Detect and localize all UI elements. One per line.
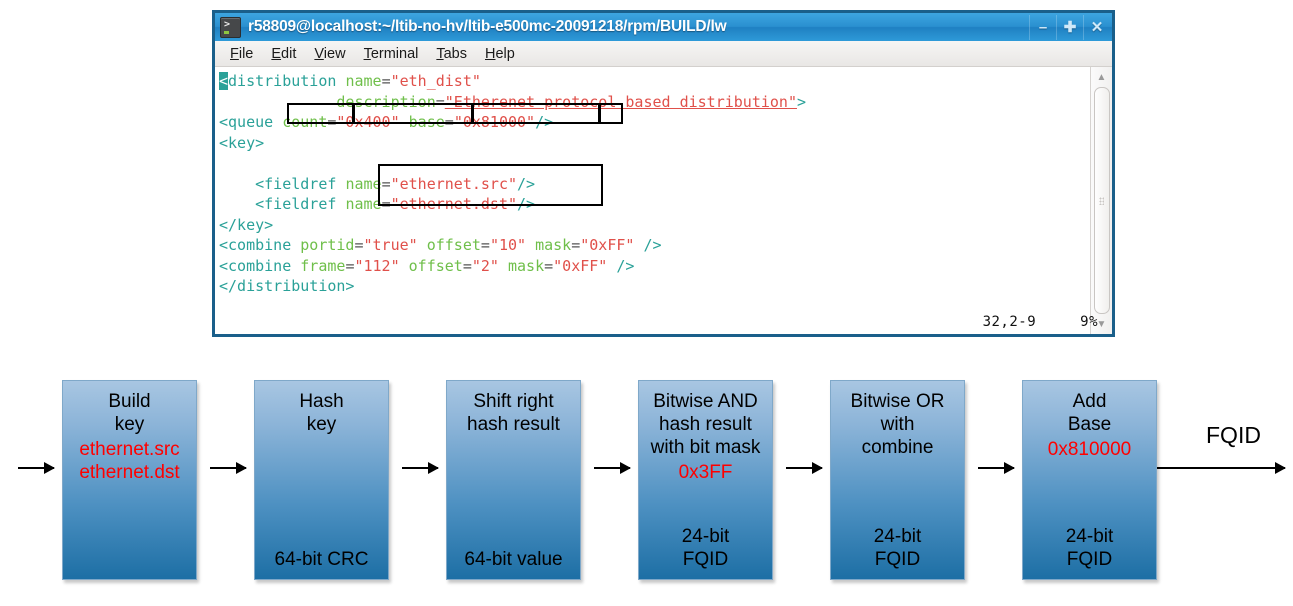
flow-box-footnote: 64-bit CRC (274, 549, 369, 570)
flow-arrow-1 (210, 462, 247, 474)
window-title-bar[interactable]: r58809@localhost:~/ltib-no-hv/ltib-e500m… (212, 10, 1115, 41)
terminal-window: r58809@localhost:~/ltib-no-hv/ltib-e500m… (212, 10, 1115, 337)
line-description: description="Etherenet protocol based di… (336, 92, 807, 111)
terminal-scrollbar[interactable]: ▲ ▼ (1090, 67, 1112, 334)
menu-item-view[interactable]: View (305, 46, 354, 62)
maximize-button[interactable]: ✚ (1056, 14, 1083, 40)
menu-rest-help: elp (495, 45, 515, 62)
flow-arrow-output (1157, 462, 1286, 474)
line-fieldref-dst: <fieldref name="ethernet.dst"/> (255, 195, 536, 213)
menu-item-file[interactable]: File (221, 46, 262, 62)
line-key-close: </key> (219, 215, 274, 234)
flow-arrow-0 (18, 462, 55, 474)
flow-box-footnote: 64-bit value (464, 549, 563, 570)
menu-item-edit[interactable]: Edit (262, 46, 305, 62)
menu-item-tabs[interactable]: Tabs (427, 46, 476, 62)
line-distribution: <distribution name="eth_dist" (219, 72, 481, 90)
flow-arrow-3 (594, 462, 631, 474)
output-label-fqid: FQID (1206, 422, 1261, 448)
window-title: r58809@localhost:~/ltib-no-hv/ltib-e500m… (248, 18, 727, 35)
line-distribution-close: </distribution> (219, 277, 355, 295)
menu-rest-tabs: abs (443, 45, 467, 62)
flow-arrow-5 (978, 462, 1015, 474)
editor-text-area[interactable]: <distribution name="eth_dist" descriptio… (215, 67, 1090, 334)
minimize-button[interactable]: – (1029, 14, 1056, 40)
line-key-open: <key> (219, 133, 265, 152)
menu-accel-file: F (230, 45, 239, 62)
menu-item-help[interactable]: Help (476, 46, 524, 62)
scroll-percent: 9% (1080, 314, 1098, 330)
menu-accel-view: V (314, 45, 324, 62)
scroll-up-icon[interactable]: ▲ (1096, 71, 1107, 83)
menu-rest-view: iew (323, 45, 346, 62)
terminal-body: <distribution name="eth_dist" descriptio… (215, 67, 1112, 334)
line-combine-portid: <combine portid="true" offset="10" mask=… (219, 236, 662, 254)
menu-bar: File Edit View Terminal Tabs Help (215, 41, 1112, 67)
flow-arrow-2 (402, 462, 439, 474)
menu-accel-edit: E (271, 45, 282, 62)
menu-accel-tabs: T (436, 45, 444, 62)
line-fieldref-src: <fieldref name="ethernet.src"/> (255, 174, 536, 193)
menu-item-terminal[interactable]: Terminal (355, 46, 428, 62)
flow-box-value: 0x3FF (678, 462, 733, 483)
flow-box-value: 0x810000 (1047, 439, 1132, 460)
scroll-down-icon[interactable]: ▼ (1096, 318, 1107, 330)
menu-accel-terminal: T (363, 45, 371, 62)
line-combine-frame: <combine frame="112" offset="2" mask="0x… (219, 256, 635, 275)
close-button[interactable]: ✕ (1083, 14, 1110, 40)
flow-arrow-4 (786, 462, 823, 474)
menu-rest-edit: dit (281, 45, 297, 62)
scrollbar-thumb[interactable] (1093, 87, 1110, 314)
menu-accel-help: H (485, 45, 496, 62)
editor-status-bar: 32,2-9 9% (983, 314, 1098, 330)
line-queue: <queue count="0x400" base="0x81000"/> (219, 113, 554, 131)
line-blank (219, 153, 1090, 174)
cursor-position: 32,2-9 (982, 314, 1037, 330)
menu-rest-file: ile (238, 45, 254, 62)
menu-rest-terminal: erminal (370, 45, 419, 62)
terminal-icon (220, 16, 241, 38)
